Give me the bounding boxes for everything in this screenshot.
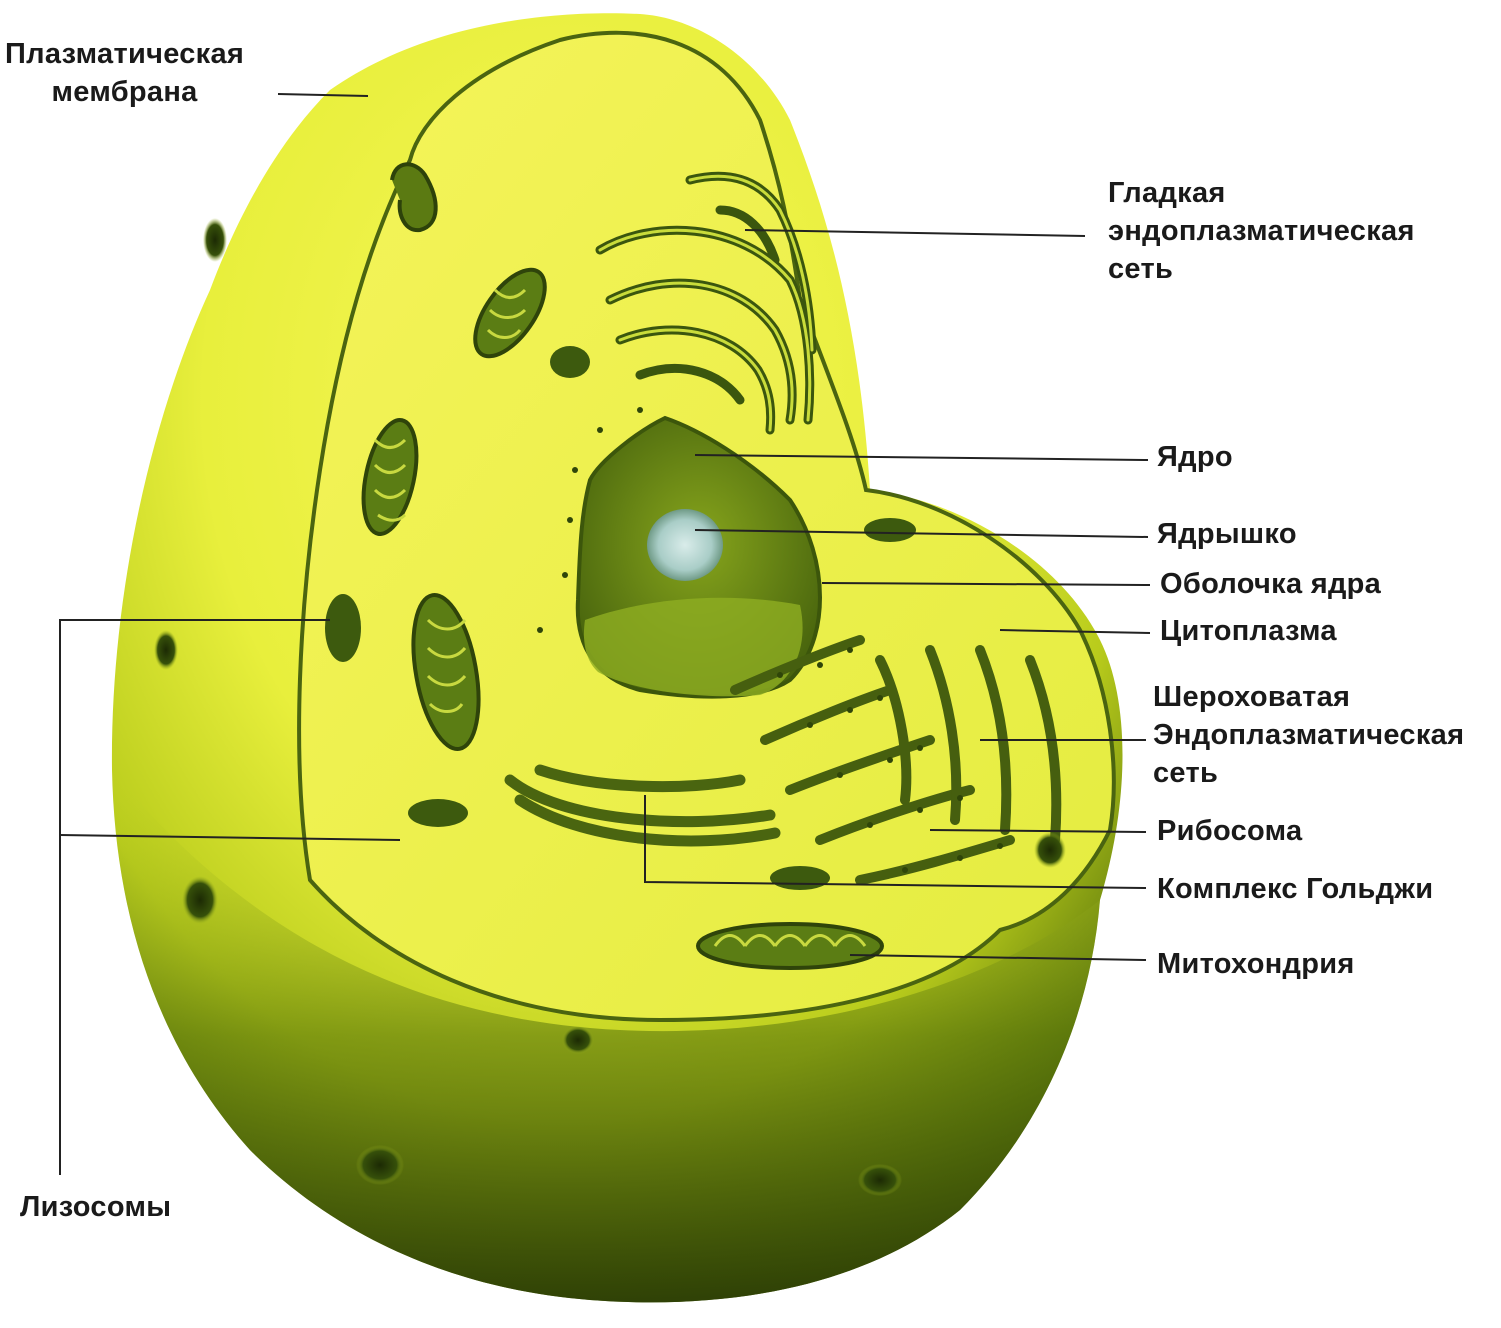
- label-line: сеть: [1108, 250, 1415, 288]
- label-nuclear-envelope: Оболочка ядра: [1160, 565, 1381, 603]
- label-ribosome: Рибосома: [1157, 812, 1302, 850]
- label-line: Гладкая: [1108, 174, 1415, 212]
- label-line: мембрана: [5, 73, 244, 111]
- label-line: сеть: [1153, 754, 1464, 792]
- label-mitochondrion: Митохондрия: [1157, 945, 1355, 983]
- label-golgi: Комплекс Гольджи: [1157, 870, 1433, 908]
- label-line: эндоплазматическая: [1108, 212, 1415, 250]
- label-lysosomes: Лизосомы: [20, 1188, 171, 1226]
- label-cytoplasm: Цитоплазма: [1160, 612, 1337, 650]
- label-line: Шероховатая: [1153, 678, 1464, 716]
- label-line: Плазматическая: [5, 35, 244, 73]
- label-rough-er: Шероховатая Эндоплазматическая сеть: [1153, 678, 1464, 792]
- label-smooth-er: Гладкая эндоплазматическая сеть: [1108, 174, 1415, 288]
- label-line: Эндоплазматическая: [1153, 716, 1464, 754]
- label-plasma-membrane: Плазматическая мембрана: [5, 35, 244, 111]
- label-nucleus: Ядро: [1157, 438, 1233, 476]
- nucleolus: [647, 509, 723, 581]
- label-nucleolus: Ядрышко: [1157, 515, 1297, 553]
